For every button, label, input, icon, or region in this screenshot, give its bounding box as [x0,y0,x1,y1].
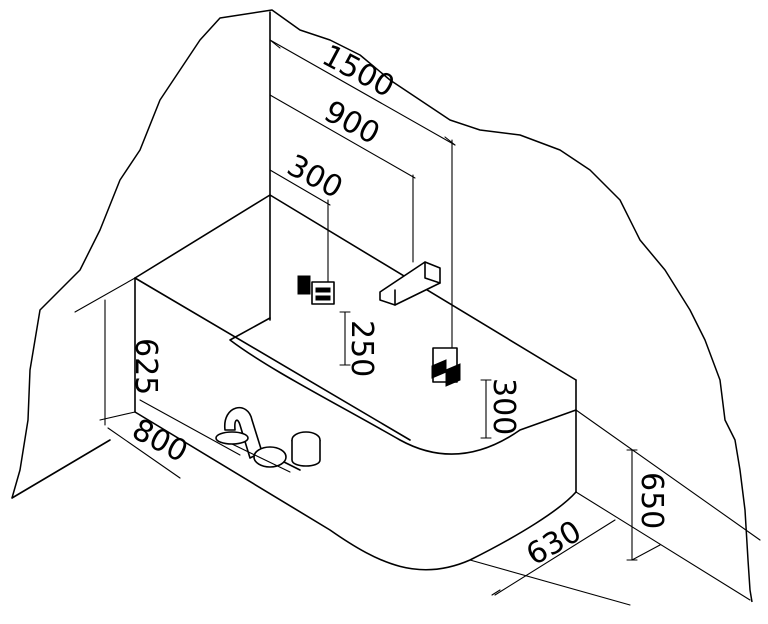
dim-label-300-side: 300 [486,378,521,435]
wall-outline [11,9,753,603]
dimension-300-top: 300 [269,148,348,283]
mixer-control-icon [431,347,461,387]
dimension-300-side: 300 [480,378,521,439]
floor-projection-line-2 [575,491,751,601]
dim-label-650: 650 [634,472,669,529]
dimension-650: 650 [626,449,669,561]
dimension-630: 630 [491,514,616,596]
floor-projection-line-3 [469,559,631,606]
dim-label-800: 800 [126,412,193,470]
dim-label-900: 900 [318,94,385,152]
dim-label-300-top: 300 [281,148,348,206]
dim-label-630: 630 [521,514,588,573]
tub-front-top-edge [134,277,411,441]
wall-spout-icon [379,261,441,306]
dimension-250: 250 [339,311,379,377]
wall-floor-line [11,439,111,499]
dim-label-1500: 1500 [316,38,400,105]
dimension-625: 625 [74,277,163,426]
dim-label-625: 625 [128,338,163,395]
diverter-control-icon [297,275,335,305]
tub-left-top-edge [134,194,271,279]
tub-inner-rim-curve [229,317,577,455]
floor-projection-line-1 [575,409,761,541]
drain-overflow-icon [215,406,321,473]
dim-label-250: 250 [344,320,379,377]
